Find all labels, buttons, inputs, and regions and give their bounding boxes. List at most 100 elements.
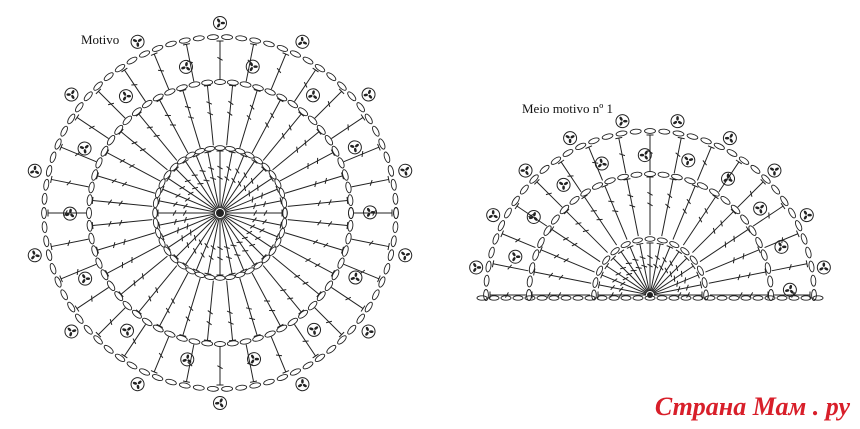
stitch-bar [627, 194, 634, 198]
stitch-bar [185, 316, 191, 322]
chain-oval [580, 188, 591, 197]
base-chain [752, 295, 764, 301]
chain-oval [131, 107, 142, 117]
stitch-cap [203, 339, 211, 342]
stitch-bar [88, 125, 95, 130]
stitch-cap [696, 271, 700, 279]
chain-oval [730, 204, 741, 215]
picot-petal [729, 133, 733, 138]
stitch-bar [250, 177, 254, 184]
stitch-stem [222, 216, 255, 265]
chain-oval [337, 257, 345, 269]
picot-petal [186, 354, 190, 359]
chain-oval [274, 178, 282, 189]
stitch-bar [262, 219, 267, 225]
stitch-stem [251, 272, 281, 327]
stitch-bar [612, 278, 618, 283]
stitch-bar [118, 219, 123, 226]
chain-oval [347, 219, 354, 232]
picot-ring [362, 205, 377, 220]
stitch-cap [91, 222, 94, 230]
picot-ring [816, 260, 831, 275]
chain-oval [550, 156, 562, 165]
chain-oval [383, 263, 391, 275]
chain-oval [504, 207, 512, 219]
picot-petal [778, 247, 782, 252]
stitch-stem [76, 117, 109, 139]
stitch-bar [682, 208, 687, 214]
chain-oval [276, 45, 289, 52]
picot-cluster [799, 208, 814, 223]
picot-cluster [563, 131, 578, 146]
stitch-bar [345, 296, 352, 301]
picot-cluster [615, 114, 630, 129]
stitch-bar [610, 284, 616, 291]
picot-petal [72, 329, 77, 333]
chain-oval [596, 265, 603, 276]
stitch-bar [669, 271, 673, 278]
chain-oval [152, 217, 159, 229]
stitch-bar [546, 292, 551, 298]
stitch-bar [107, 199, 113, 205]
stitch-bar [251, 196, 254, 203]
picot-petal [251, 359, 255, 364]
stitch-cap [623, 178, 631, 181]
picot-petal [217, 23, 221, 28]
chain-oval [697, 265, 704, 276]
chain-oval [392, 221, 399, 234]
chain-oval [713, 142, 725, 150]
chain-oval [178, 37, 191, 44]
picot-cluster [213, 396, 227, 410]
chain-oval [760, 249, 768, 261]
chain-oval [206, 385, 219, 392]
picot-petal [473, 267, 477, 272]
stitch-stem [153, 336, 170, 373]
stitch-stem [650, 243, 661, 292]
stitch-cap [118, 128, 124, 135]
stitch-cap [156, 98, 163, 103]
chain-oval [331, 145, 340, 157]
stitch-stem [175, 216, 217, 258]
stitch-bar [788, 264, 792, 271]
chain-oval [532, 249, 540, 261]
stitch-cap [780, 202, 786, 210]
chain-oval [226, 340, 239, 347]
stitch-cap [203, 84, 211, 87]
picot-petal [85, 277, 91, 280]
chain-oval [194, 148, 206, 155]
stitch-stem [222, 161, 255, 210]
picot-cluster [518, 163, 533, 178]
stitch-bar [618, 286, 624, 292]
chain-oval [86, 219, 93, 232]
chain-oval [204, 145, 216, 152]
picot-petal [565, 135, 570, 139]
picot-petal [639, 153, 645, 157]
picot-cluster [347, 140, 362, 155]
stitch-bar [148, 295, 152, 302]
stitch-cap [228, 272, 236, 275]
picot-ring [130, 34, 145, 49]
chain-oval [276, 324, 288, 333]
picot-petal [570, 135, 575, 139]
picot-cluster [816, 260, 831, 275]
stitch-stem [629, 246, 649, 292]
stitch-stem [536, 181, 563, 208]
picot-petal [493, 214, 498, 219]
picot-petal [254, 357, 260, 361]
chain-oval [314, 353, 326, 362]
picot-petal [568, 138, 572, 144]
chain-oval [201, 79, 214, 86]
stitch-stem [516, 205, 548, 227]
stitch-cap [600, 271, 604, 279]
chain-oval [54, 138, 62, 150]
picot-cluster [247, 352, 262, 367]
chain-oval [337, 335, 347, 345]
stitch-cap [182, 262, 189, 267]
chain-oval [298, 107, 309, 117]
stitch-bar [328, 199, 332, 206]
chain-oval [83, 324, 93, 335]
stitch-stem [708, 271, 766, 284]
stitch-cap [95, 331, 102, 338]
picot-petal [473, 263, 477, 268]
